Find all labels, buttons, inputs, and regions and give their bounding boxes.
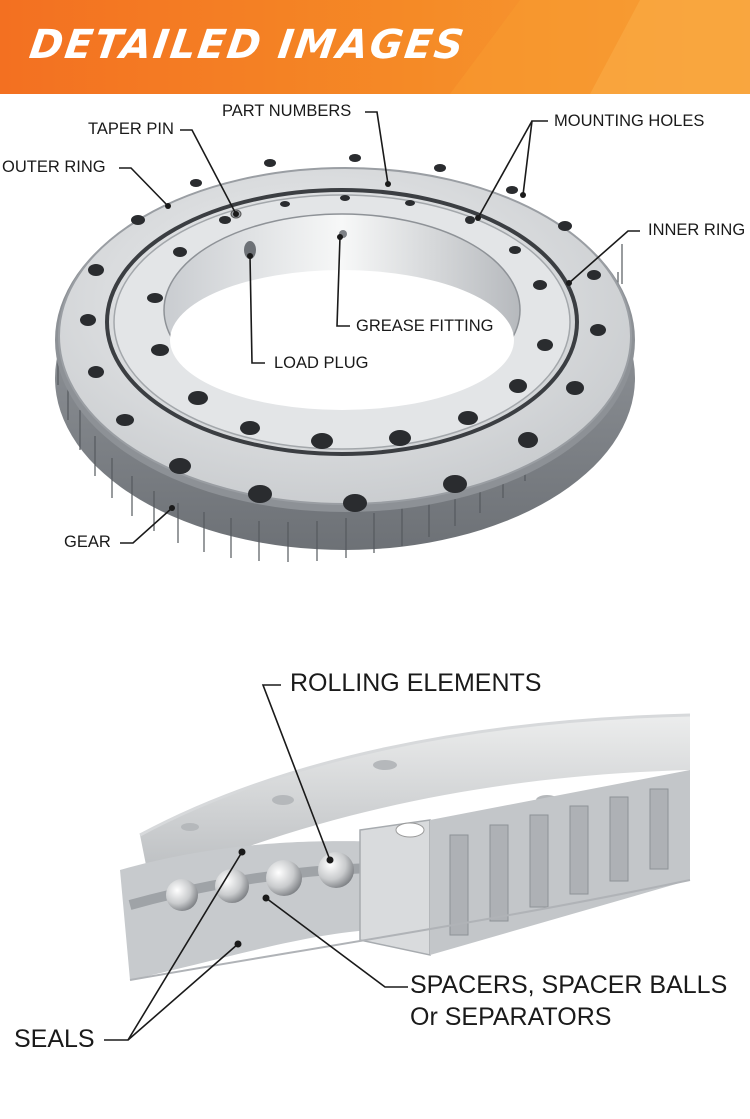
label-mounting-holes: MOUNTING HOLES <box>554 112 705 130</box>
label-gear: GEAR <box>64 533 111 551</box>
label-outer-ring: OUTER RING <box>2 158 106 176</box>
label-load-plug: LOAD PLUG <box>274 354 369 372</box>
outer-ring-holes <box>80 154 606 512</box>
label-spacers-line1: SPACERS, SPACER BALLS <box>410 971 728 999</box>
top-leader-lines <box>119 111 640 544</box>
label-rolling-elements: ROLLING ELEMENTS <box>290 669 542 697</box>
label-spacers-line2: Or SEPARATORS <box>410 1003 612 1031</box>
label-seals: SEALS <box>14 1025 95 1053</box>
cross-section-illustration <box>120 713 691 981</box>
label-taper-pin: TAPER PIN <box>88 120 174 138</box>
inner-ring-holes <box>147 195 553 449</box>
label-grease-fitting: GREASE FITTING <box>356 317 494 335</box>
label-part-numbers: PART NUMBERS <box>222 102 352 120</box>
label-inner-ring: INNER RING <box>648 221 746 239</box>
bottom-leader-lines <box>104 684 408 1041</box>
header-banner: DETAILED IMAGES <box>0 0 750 94</box>
banner-stripes <box>450 0 750 94</box>
